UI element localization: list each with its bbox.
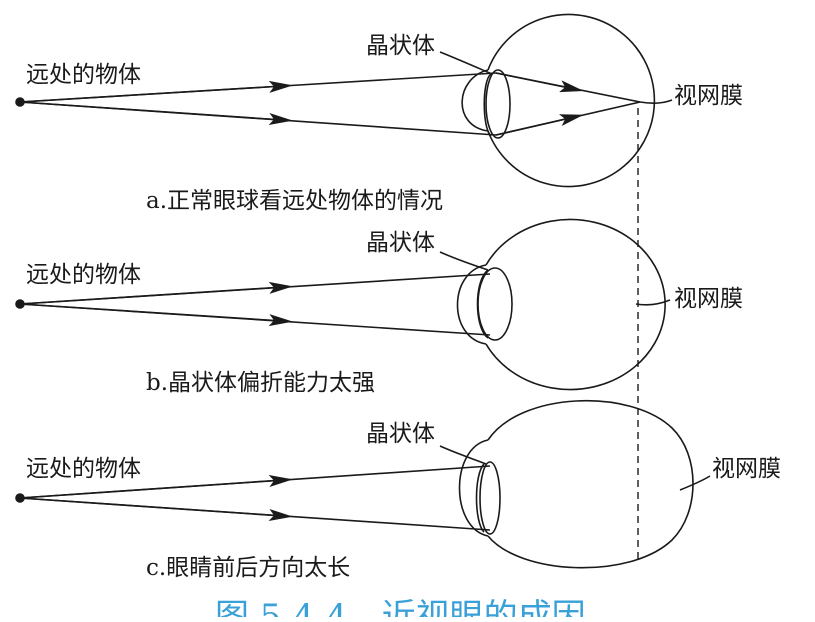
object-label-b: 远处的物体 <box>26 262 141 288</box>
lens-label-b: 晶状体 <box>366 230 435 256</box>
lens-label-c: 晶状体 <box>366 421 435 447</box>
object-label-c: 远处的物体 <box>26 456 141 482</box>
caption-c: c.眼睛前后方向太长 <box>146 555 350 581</box>
retina-label-a: 视网膜 <box>674 83 743 109</box>
lens-c <box>479 461 501 535</box>
lens-leader-a <box>439 51 493 75</box>
lens-a <box>485 69 511 139</box>
panel-c <box>15 399 711 569</box>
object-label-a: 远处的物体 <box>26 62 141 88</box>
caption-b: b.晶状体偏折能力太强 <box>146 370 375 396</box>
cornea-c <box>458 439 489 537</box>
cornea-b <box>456 264 487 345</box>
lens-label-a: 晶状体 <box>366 33 435 59</box>
figure-title: 图 5-4-4 近视眼的成因 <box>215 597 586 617</box>
eyeball-b <box>485 218 666 391</box>
lens-leader-b <box>439 251 489 271</box>
lens-b <box>477 267 513 341</box>
retina-label-c: 视网膜 <box>712 456 781 482</box>
panel-a <box>15 13 673 188</box>
eyeball-c <box>487 399 694 569</box>
retina-leader-a <box>639 99 673 105</box>
retina-leader-b <box>635 299 671 306</box>
lens-leader-c <box>439 445 487 465</box>
retina-leader-c <box>679 475 711 491</box>
caption-a: a.正常眼球看远处物体的情况 <box>146 188 443 214</box>
retina-label-b: 视网膜 <box>674 286 743 312</box>
eyeball-a <box>487 13 656 188</box>
panel-b <box>15 218 671 391</box>
